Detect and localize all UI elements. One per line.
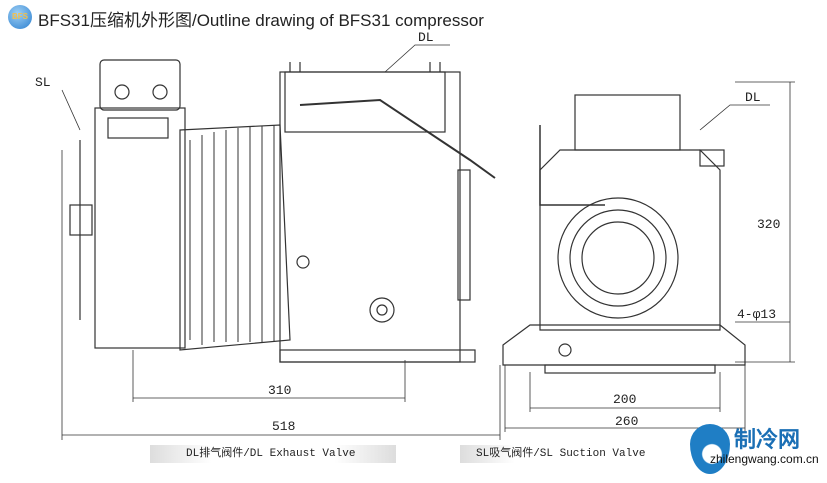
exhaust-valve-caption: DL排气阀件/DL Exhaust Valve xyxy=(150,445,396,463)
mounting-holes-label: 4-φ13 xyxy=(737,307,776,322)
watermark: 制冷网 zhilengwang.com.cn xyxy=(688,420,827,483)
dimension-518: 518 xyxy=(272,419,295,434)
end-view xyxy=(502,94,746,374)
watermark-url: zhilengwang.com.cn xyxy=(710,452,819,466)
suction-valve-caption: SL吸气阀件/SL Suction Valve xyxy=(460,445,680,463)
dimension-260: 260 xyxy=(615,414,638,429)
dimension-310: 310 xyxy=(268,383,291,398)
dimension-lines xyxy=(61,44,795,440)
bfs-logo: BFS xyxy=(8,5,32,29)
sl-label: SL xyxy=(35,75,51,90)
watermark-name: 制冷网 xyxy=(734,427,801,452)
height-dimension: 320 xyxy=(757,217,780,232)
page-title: BFS31压缩机外形图/Outline drawing of BFS31 com… xyxy=(38,11,484,30)
side-view xyxy=(69,59,496,363)
dimension-200: 200 xyxy=(613,392,636,407)
watermark-drop-icon xyxy=(690,424,730,474)
dl-label-side: DL xyxy=(418,30,434,45)
dl-label-end: DL xyxy=(745,90,761,105)
